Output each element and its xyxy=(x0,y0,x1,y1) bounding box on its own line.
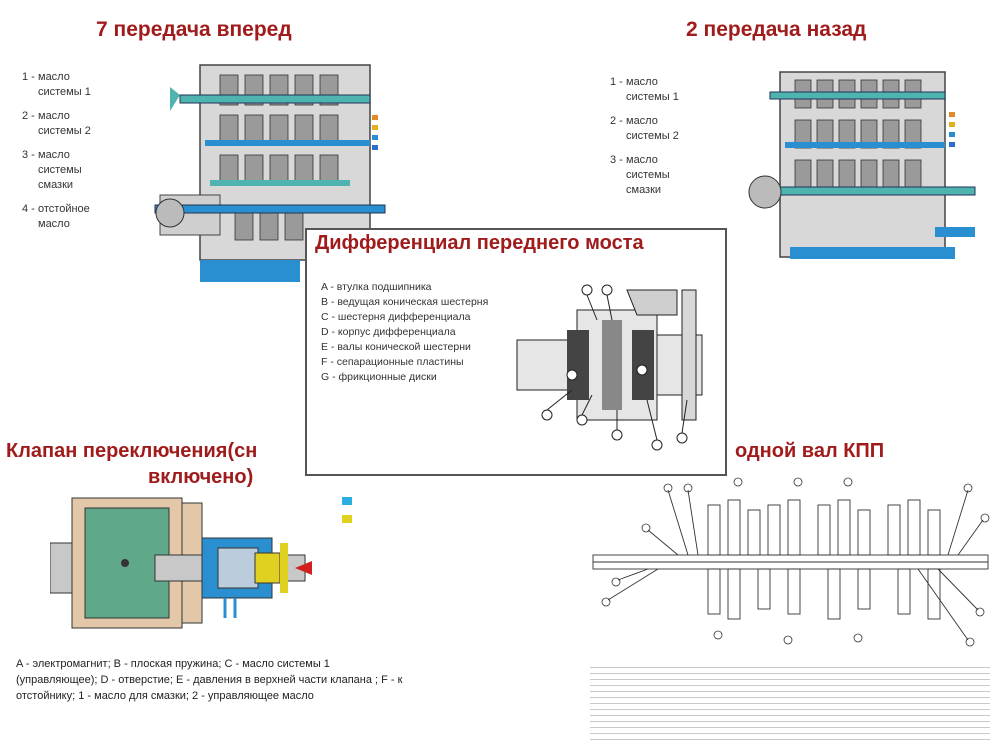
legend-num: 2 - xyxy=(22,110,35,122)
list-item: G - фрикционные диски xyxy=(321,371,437,383)
legend-num: 2 - xyxy=(610,115,623,127)
differential-title: Дифференциал переднего моста xyxy=(315,232,644,254)
legend-item: 2 -масло системы 2 xyxy=(22,109,100,139)
legend-item: 3 -масло системы смазки xyxy=(22,148,100,193)
legend-num: 3 - xyxy=(610,154,623,166)
legend-text: масло системы 2 xyxy=(38,110,91,137)
title-7th-gear-forward: 7 передача вперед xyxy=(96,18,292,41)
legend-item: 2 -масло системы 2 xyxy=(610,114,688,144)
legend-top-left: 1 -масло системы 1 2 -масло системы 2 3 … xyxy=(22,70,100,241)
legend-top-right: 1 -масло системы 1 2 -масло системы 2 3 … xyxy=(610,75,688,207)
legend-text: отстойное масло xyxy=(38,203,90,230)
differential-parts-list: A - втулка подшипника B - ведущая кониче… xyxy=(321,280,491,385)
legend-text: масло системы 1 xyxy=(626,76,679,103)
gearbox-2nd-gear-reverse-drawing xyxy=(748,71,976,259)
shift-valve-drawing xyxy=(50,497,352,629)
legend-num: 4 - xyxy=(22,203,35,215)
differential-drawing xyxy=(516,284,703,451)
legend-text: масло системы смазки xyxy=(626,154,670,196)
title-shift-valve-line1: Клапан переключения(сн xyxy=(6,440,258,462)
legend-text: масло системы 1 xyxy=(38,71,91,98)
differential-panel: Дифференциал переднего моста A - втулка … xyxy=(305,228,727,476)
list-item: C - шестерня дифференциала xyxy=(321,311,471,323)
list-item: F - сепарационные пластины xyxy=(321,356,464,368)
legend-text: масло системы 2 xyxy=(626,115,679,142)
legend-item: 3 -масло системы смазки xyxy=(610,153,688,198)
list-item: B - ведущая коническая шестерня xyxy=(321,296,489,308)
list-item: D - корпус дифференциала xyxy=(321,326,456,338)
shift-valve-caption: A - электромагнит; B - плоская пружина; … xyxy=(16,658,403,702)
legend-num: 3 - xyxy=(22,149,35,161)
list-item: E - валы конической шестерни xyxy=(321,341,471,353)
legend-item: 1 -масло системы 1 xyxy=(610,75,688,105)
list-item: A - втулка подшипника xyxy=(321,281,432,293)
legend-num: 1 - xyxy=(22,71,35,83)
title-shaft: одной вал КПП xyxy=(735,440,885,462)
legend-num: 1 - xyxy=(610,76,623,88)
title-shift-valve-line2: включено) xyxy=(148,466,254,488)
legend-item: 1 -масло системы 1 xyxy=(22,70,100,100)
legend-text: масло системы смазки xyxy=(38,149,82,191)
gearbox-shaft-drawing xyxy=(592,477,990,647)
shaft-legend-fine-print[interactable] xyxy=(590,662,990,742)
gearbox-7th-gear-drawing xyxy=(154,64,386,282)
title-2nd-gear-reverse: 2 передача назад xyxy=(686,18,867,41)
legend-item: 4 -отстойное масло xyxy=(22,202,100,232)
